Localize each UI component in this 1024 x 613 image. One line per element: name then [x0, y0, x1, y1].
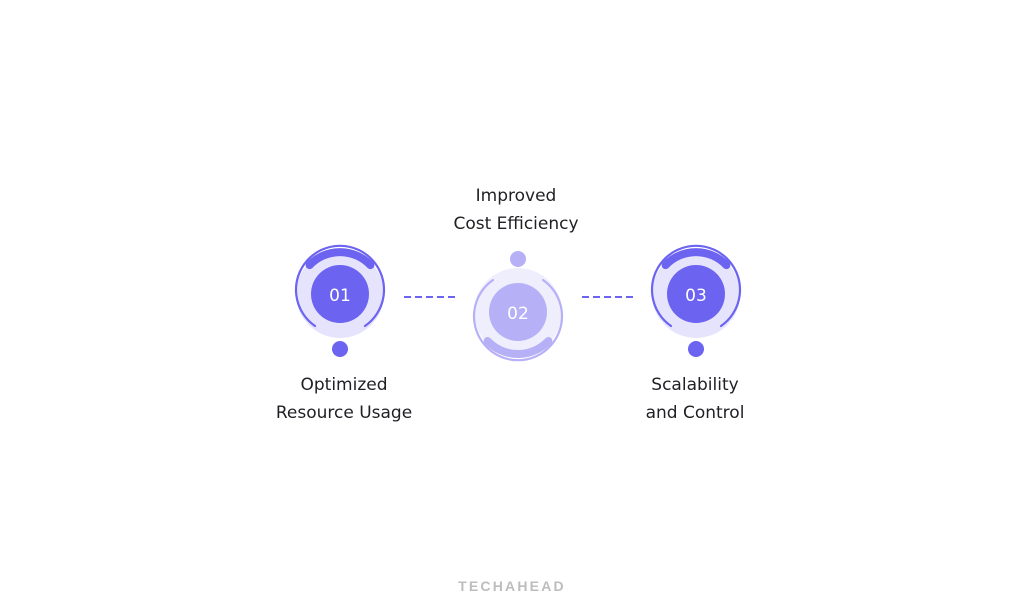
- step-3-label: Scalability and Control: [597, 371, 793, 427]
- step-2-label-line2: Cost Efficiency: [453, 214, 579, 234]
- step-1-label-line1: Optimized: [300, 375, 388, 395]
- step-2-inner-circle: [489, 283, 547, 341]
- step-1-label-line2: Resource Usage: [275, 403, 413, 423]
- step-2-number: 02: [507, 304, 529, 324]
- step-2-label: Improved Cost Efficiency: [418, 182, 614, 238]
- step-1-label: Optimized Resource Usage: [246, 371, 442, 427]
- step-3-label-line2: and Control: [645, 403, 745, 423]
- step-2-dot: [510, 251, 526, 267]
- step-1-dot: [332, 341, 348, 357]
- step-3-top-arc: [661, 248, 731, 270]
- step-1-inner-circle: [311, 265, 369, 323]
- step-3-dot: [688, 341, 704, 357]
- step-2-outer-arc: [472, 278, 564, 362]
- step-1-number: 01: [329, 286, 351, 306]
- step-1-top-arc: [305, 248, 375, 270]
- step-3-inner-circle: [667, 265, 725, 323]
- step-3-number: 03: [685, 286, 707, 306]
- step-1-outer-arc: [294, 244, 386, 328]
- step-3-outer-arc: [650, 244, 742, 328]
- step-3-label-line1: Scalability: [651, 375, 739, 395]
- step-2-node: 02: [472, 251, 564, 362]
- step-3-node: 03: [650, 244, 742, 357]
- brand-logo: TECHAHEAD: [458, 578, 566, 594]
- step-2-label-line1: Improved: [475, 186, 557, 206]
- step-2-bottom-arc: [483, 337, 553, 358]
- step-1-node: 01: [294, 244, 386, 357]
